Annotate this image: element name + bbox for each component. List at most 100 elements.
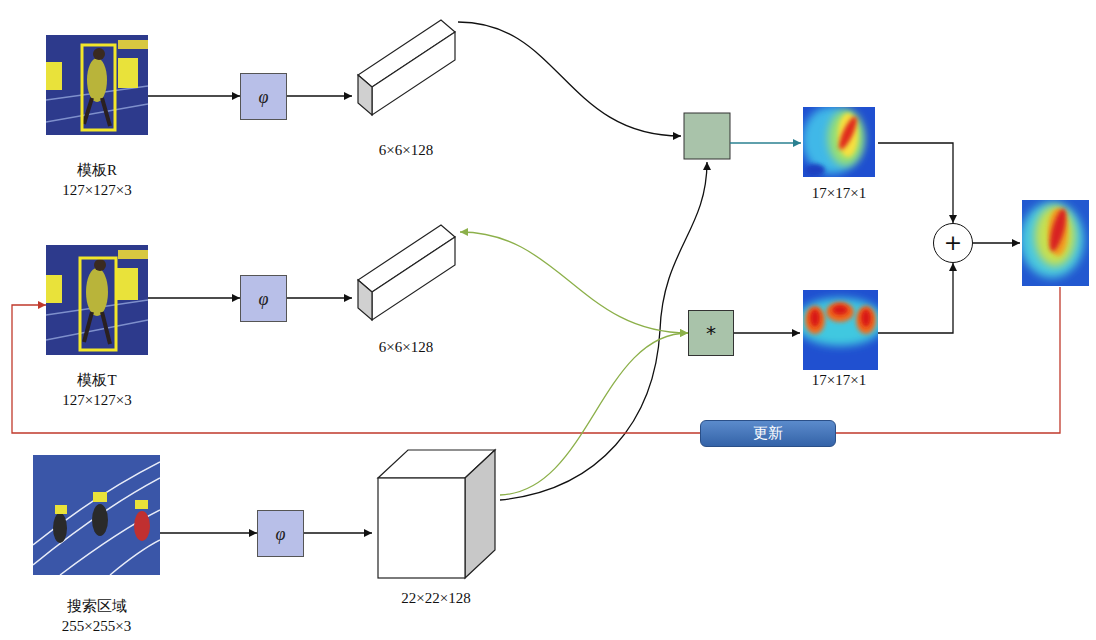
node-text: 6×6×128 xyxy=(379,140,433,160)
connector xyxy=(734,332,800,333)
connector xyxy=(287,95,352,96)
wire xyxy=(458,22,681,136)
node-text: φ xyxy=(259,88,269,106)
feature-cuboid-t-part xyxy=(372,237,455,320)
response-map-r-part xyxy=(803,107,875,177)
template-image: 模板T127×127×3 xyxy=(46,245,148,410)
search-region-photo-part xyxy=(92,504,108,536)
node-text: 22×22×128 xyxy=(401,588,470,608)
feature-cube-search-part xyxy=(465,450,495,578)
feature-cuboid-r-part xyxy=(358,75,372,115)
update-box: 更新 xyxy=(700,420,836,447)
response-map-t-part xyxy=(803,298,878,346)
template-t-photo-part xyxy=(94,259,106,271)
search-image: 搜索区域255×255×3 xyxy=(33,455,160,636)
wire xyxy=(973,242,1020,243)
connector xyxy=(878,263,953,333)
template-r-photo-part xyxy=(118,58,138,88)
node-text: 模板T xyxy=(77,370,116,390)
search-region-photo-part xyxy=(134,511,150,541)
feature-cuboid-t-part xyxy=(358,280,372,320)
node-text: φ xyxy=(276,525,286,543)
node-text: φ xyxy=(259,290,269,308)
connector xyxy=(878,143,953,223)
node-text: 127×127×3 xyxy=(62,390,131,410)
template-r-photo-part xyxy=(82,45,115,130)
template-t-photo xyxy=(46,245,148,355)
template-r-photo-part xyxy=(93,48,105,60)
template-t-photo-part xyxy=(118,250,148,259)
search-region-photo-part xyxy=(33,462,160,575)
connector xyxy=(500,333,688,495)
node-text: 255×255×3 xyxy=(62,616,131,636)
connector xyxy=(12,305,700,433)
feature-map: 22×22×128 xyxy=(372,446,500,608)
response-map-t-part xyxy=(861,309,871,327)
template-image: 模板R127×127×3 xyxy=(46,35,148,200)
node-text: 17×17×1 xyxy=(812,183,866,203)
wire xyxy=(500,162,707,500)
response-map-t-part xyxy=(856,306,876,334)
template-t-photo-part xyxy=(84,312,110,344)
search-region-photo-part xyxy=(93,492,107,502)
search-region-photo-part xyxy=(33,455,160,575)
fused-response-map-part xyxy=(1022,202,1084,278)
feature-extractor: φ xyxy=(240,275,287,322)
response-map-t xyxy=(803,290,878,370)
wire xyxy=(730,142,801,143)
feature-extractor: φ xyxy=(240,73,287,120)
feature-cuboid-r xyxy=(358,20,455,115)
response-map: 17×17×1 xyxy=(800,290,878,390)
feature-map: 6×6×128 xyxy=(352,12,460,160)
connector xyxy=(148,95,240,96)
response-map-t-part xyxy=(826,302,854,322)
search-region-photo-part xyxy=(53,513,67,543)
template-t-photo-part xyxy=(46,245,148,355)
template-r-photo xyxy=(46,35,148,135)
response-map: 17×17×1 xyxy=(800,107,878,203)
response-map-t-part xyxy=(810,309,820,327)
template-r-photo-part xyxy=(46,62,62,90)
node-text: 模板R xyxy=(77,160,117,180)
fused-response-map-part xyxy=(1047,207,1070,253)
node-text: 搜索区域 xyxy=(67,596,127,616)
response-map-t-part xyxy=(832,305,848,315)
template-t-photo-part xyxy=(116,268,138,300)
feature-cube-search xyxy=(378,450,495,578)
connector xyxy=(160,532,257,533)
template-r-photo-part xyxy=(118,40,148,49)
template-t-photo-part xyxy=(80,258,116,350)
connector xyxy=(148,297,240,298)
feature-map: 6×6×128 xyxy=(352,217,460,357)
connector xyxy=(287,297,352,298)
response-map-r-part xyxy=(836,115,860,152)
response-map-r xyxy=(803,107,875,177)
node-text: 更新 xyxy=(753,426,783,441)
feature-cuboid-t xyxy=(358,225,455,320)
feature-cube-search-part xyxy=(378,478,465,578)
node-text: * xyxy=(706,323,716,343)
fused-response-map xyxy=(1022,200,1089,286)
node-text: + xyxy=(944,232,962,254)
template-t-photo-part xyxy=(86,268,108,316)
node-text: 17×17×1 xyxy=(812,370,866,390)
node-text: 6×6×128 xyxy=(379,337,433,357)
response-map-r-part xyxy=(828,110,864,166)
template-r-photo-part xyxy=(87,58,107,102)
search-region-photo xyxy=(33,455,160,575)
template-r-photo-part xyxy=(46,35,148,135)
feature-cuboid-r-part xyxy=(372,32,455,115)
response-map-t-part xyxy=(805,306,825,334)
feature-extractor: φ xyxy=(257,510,304,557)
correlation-box xyxy=(684,113,730,159)
search-region-photo-part xyxy=(135,500,148,509)
correlation-box: * xyxy=(688,310,734,356)
fused-response-map-part xyxy=(1035,206,1075,266)
search-region-photo-part xyxy=(55,505,67,514)
connector xyxy=(460,232,688,333)
template-t-photo-part xyxy=(46,275,62,303)
connector xyxy=(304,532,372,533)
sum-circle: + xyxy=(933,223,973,263)
